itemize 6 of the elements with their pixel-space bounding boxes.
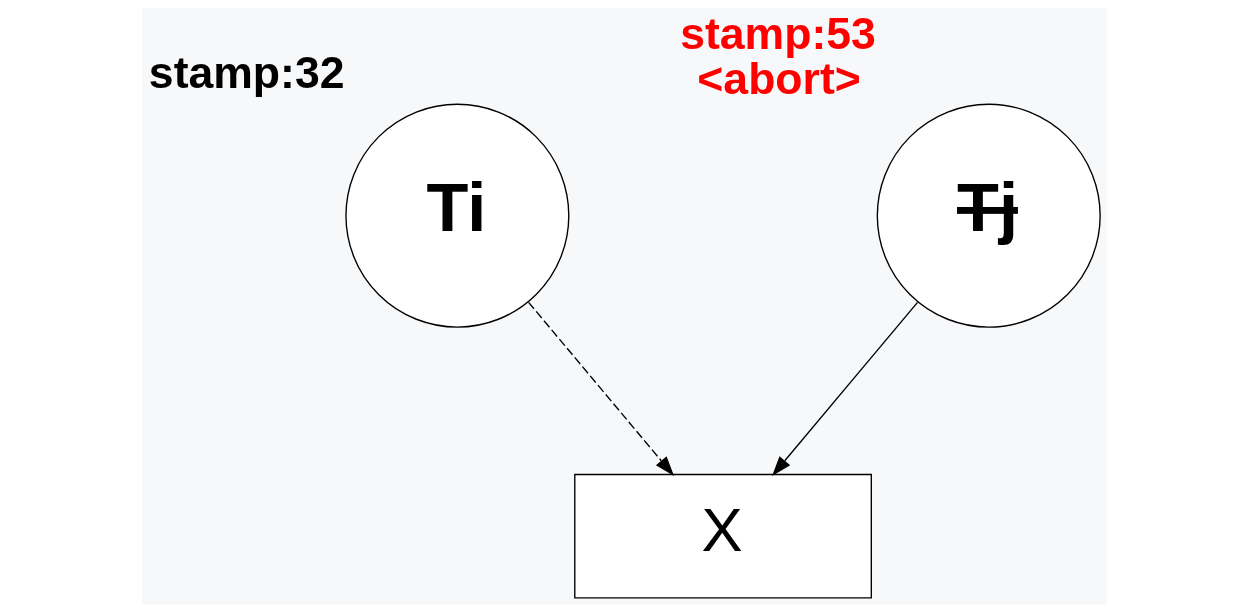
arrow [527, 301, 675, 476]
arrow [772, 301, 919, 476]
node-label: stamp:32 [148, 48, 345, 98]
node-box: X [574, 473, 872, 599]
node-circle: Tj [876, 103, 1101, 328]
node-circle: Ti [345, 103, 570, 328]
